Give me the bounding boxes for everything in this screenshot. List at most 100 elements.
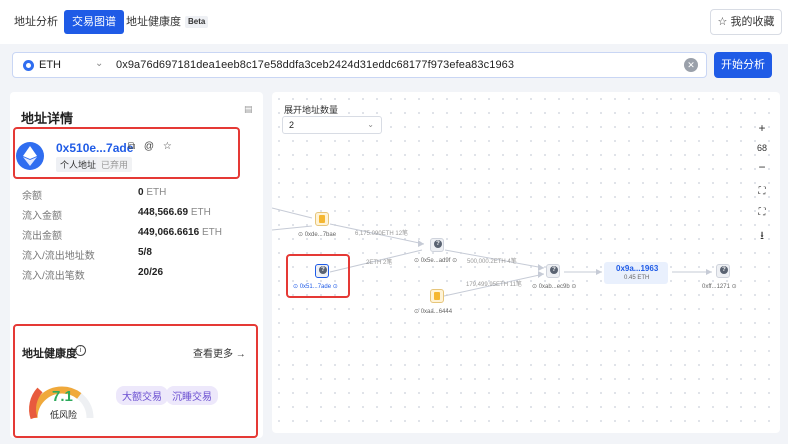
gauge-fill-low [29,387,43,420]
node-0x51-address: 0x51...7ade [299,284,332,290]
top-nav: 地址分析 交易图谱 地址健康度 Beta ☆ 我的收藏 [0,0,788,44]
edge-label-2: 2ETH 2笔 [366,260,393,266]
download-icon[interactable]: ⭳ [760,230,764,242]
stat-value-outflow: 449,066.6616 ETH [138,227,222,238]
node-label-0xab: ⊙ 0xab...ec9b ⊙ [532,284,577,290]
node-label-0x5e: ⊙ 0x5e...ad9f ⊙ [414,258,458,264]
graph-node-0x5e[interactable] [430,238,444,252]
zoom-out-icon[interactable]: − [758,160,766,174]
selected-node-highlight [286,254,350,298]
stat-inflow-number: 448,566.69 [138,207,189,218]
favorites-button[interactable]: ☆ 我的收藏 [710,9,782,35]
beta-badge: Beta [185,16,209,29]
stat-label-inflow: 流入金额 [22,211,62,222]
transaction-graph-canvas[interactable] [272,92,780,433]
stat-value-balance: 0 ETH [138,187,166,198]
graph-node-0xde[interactable] [315,212,329,226]
fit-view-icon[interactable]: ⛶ [758,186,766,197]
edge-5e-ab [444,249,545,269]
node-label-0xde: ⊙ 0xde...7bae [298,232,337,238]
tab-transaction-graph[interactable]: 交易图谱 [64,10,124,34]
chip-dormant-transaction[interactable]: 沉睡交易 [166,386,218,405]
expand-count-label: 展开地址数量 [284,105,339,115]
graph-node-0x51-selected[interactable] [315,264,329,278]
copy-icon[interactable]: ⧉ [128,141,136,152]
arrow-right-icon: → [235,349,246,360]
short-address[interactable]: 0x510e...7ade [56,141,134,155]
collapse-icon[interactable]: ▤ [244,104,253,114]
stat-value-inflow: 448,566.69 ETH [138,207,211,218]
tag-deprecated: 已弃用 [97,157,133,172]
edge-aa-ab [443,273,545,297]
stat-label-address-count: 流入/流出地址数 [22,251,95,262]
target-address: 0x9a...1963 [616,264,659,273]
stat-value-tx-count: 20/26 [138,267,164,278]
node-label-0xaa: ⊙ 0xaa...6444 [414,309,453,315]
chevron-down-icon[interactable]: ⌄ [95,58,104,69]
health-score: 7.1 [52,388,73,405]
target-address-node[interactable] [604,262,668,284]
edge-label-4: 179,499.95ETH 11笔 [466,282,522,288]
stat-label-balance: 余额 [22,191,42,202]
edge-label-1: 6,175.090ETH 12笔 [355,231,409,237]
address-search-bar: ETH ⌄ 0x9a76d697181dea1eeb8c17e58ddfa3ce… [12,52,707,78]
chip-large-transaction[interactable]: 大额交易 [116,386,168,405]
star-icon: ☆ [717,16,728,28]
graph-node-0xff[interactable] [716,264,730,278]
target-amount-value: 0.45 [624,275,636,281]
edge-offscreen-1 [272,207,313,219]
stat-label-tx-count: 流入/流出笔数 [22,271,85,282]
health-highlight-box [13,324,258,438]
risk-level: 低风险 [50,410,78,420]
tag-personal: 个人地址 [56,157,101,172]
graph-node-0xab[interactable] [546,264,560,278]
chevron-down-icon: ⌄ [367,120,374,129]
node-label-0xff: 0xff...1271 ⊙ [702,284,737,290]
ethereum-icon [23,146,37,166]
node-0xde-address: 0xde...7bae [304,232,337,238]
star-icon[interactable]: ☆ [162,141,172,152]
eth-chain-icon [23,60,34,71]
view-more-link[interactable]: 查看更多 → [193,345,246,360]
address-input[interactable]: 0x9a76d697181dea1eeb8c17e58ddfa3ceb2424d… [116,59,515,71]
stat-inflow-unit: ETH [190,207,211,218]
expand-count-value: 2 [289,120,295,130]
edge-offscreen-2 [272,225,313,231]
tab-address-analysis[interactable]: 地址分析 [14,16,58,28]
stat-balance-unit: ETH [146,187,167,198]
expand-count-select[interactable]: 2 ⌄ [282,116,382,134]
chain-select[interactable]: ETH [39,59,61,71]
stat-value-address-count: 5/8 [138,247,152,258]
stat-outflow-number: 449,066.6616 [138,227,200,238]
info-icon[interactable]: i [75,345,86,356]
target-amount: 0.45 ETH [624,275,649,281]
graph-node-0xaa[interactable] [430,289,444,303]
tab-address-health[interactable]: 地址健康度 Beta [126,10,209,34]
favorites-label: 我的收藏 [730,16,775,28]
node-0xab-address: 0xab...ec9b [538,284,570,290]
at-icon[interactable]: @ [143,141,155,152]
clear-icon[interactable]: ✕ [684,58,698,72]
gauge-fill [30,386,94,419]
node-0x5e-address: 0x5e...ad9f [420,258,451,264]
tab-address-health-label: 地址健康度 [126,16,181,28]
address-actions: ⧉ @ ☆ [128,141,178,152]
graph-edges [272,207,712,297]
target-amount-unit: ETH [637,275,650,281]
zoom-level: 68 [756,143,767,153]
address-detail-panel: 地址详情 ▤ [10,92,263,438]
start-analysis-button[interactable]: 开始分析 [714,52,772,78]
eth-avatar [16,142,44,170]
fullscreen-icon[interactable]: ⛶ [758,207,766,218]
edge-51-5e [329,249,423,273]
node-0xff-address: 0xff...1271 [702,284,730,290]
stat-balance-number: 0 [138,187,144,198]
edge-label-3: 500,000.2ETH 4笔 [467,259,517,265]
zoom-in-icon[interactable]: + [758,121,766,135]
node-0xaa-address: 0xaa...6444 [420,309,453,315]
address-highlight-box [13,127,240,179]
health-gauge [29,386,94,420]
view-more-label: 查看更多 [193,349,233,360]
stat-label-outflow: 流出金额 [22,231,62,242]
stat-outflow-unit: ETH [201,227,222,238]
